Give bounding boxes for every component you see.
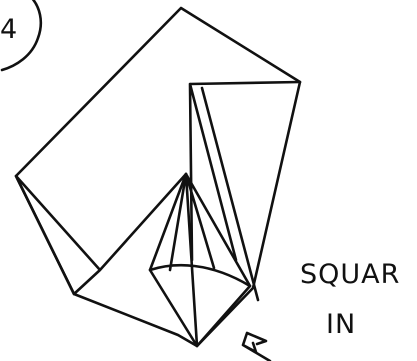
instruction-label: SQUAR IN xyxy=(300,259,400,340)
central-kite xyxy=(150,174,250,346)
step-number-badge: 4 xyxy=(0,0,41,70)
instruction-line2: IN xyxy=(326,309,356,340)
left-flap xyxy=(16,174,186,294)
instruction-line1: SQUAR xyxy=(300,259,400,290)
step-number: 4 xyxy=(0,14,18,45)
squash-arrow-icon xyxy=(243,333,270,361)
